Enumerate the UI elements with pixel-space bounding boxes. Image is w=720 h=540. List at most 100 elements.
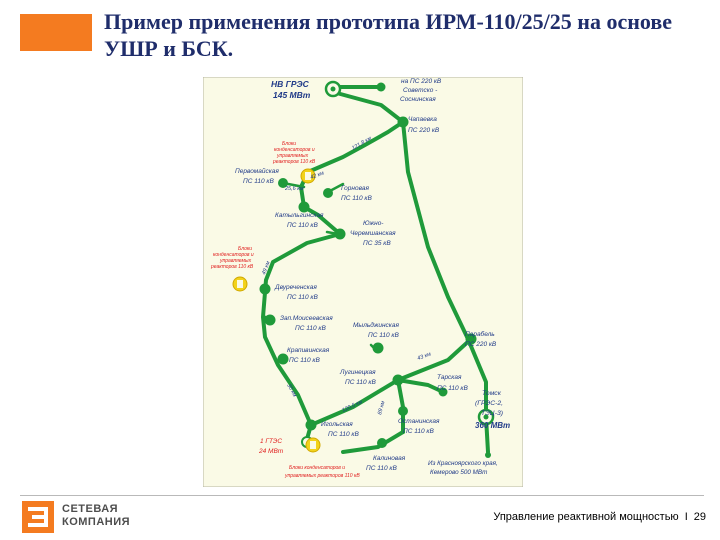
node-yuzhno-cheremshanskaya: Южно- Черемшанская ПС 35 кВ — [334, 220, 396, 247]
node-kalinovaya: Калиновая ПС 110 кВ — [366, 438, 406, 472]
network-diagram: НВ ГРЭС 145 МВт на ПС 220 кВ Советско - … — [203, 77, 523, 487]
plant-icon-core — [483, 414, 489, 420]
label-kalinovaya-2: ПС 110 кВ — [366, 465, 397, 472]
label-nv-gres-2: 145 МВт — [273, 90, 311, 100]
label-zap-moiseevskaya-1: Зап.Моисеевская — [280, 315, 333, 322]
compensation-units: Блоки конденсаторов и управляемых реакто… — [210, 141, 360, 479]
node-kras-kem: Из Красноярского края, Кемерово 500 МВт — [428, 452, 498, 476]
node-icon — [438, 387, 448, 397]
node-luginetskaya: Лугинецкая ПС 110 кВ — [339, 369, 404, 386]
unit-note-2-line4: реакторов 110 кВ — [210, 264, 254, 270]
node-icon — [334, 228, 346, 240]
slide-title: Пример применения прототипа ИРМ-110/25/2… — [104, 9, 672, 61]
node-krapivinskaya: Крапивинская ПС 110 кВ — [277, 347, 330, 365]
logo-icon — [22, 501, 54, 533]
label-kras-kem-1: Из Красноярского края, — [428, 460, 498, 467]
title-accent-block — [20, 14, 92, 51]
node-katylginskaya: Катыльгинская ПС 110 кВ — [275, 201, 324, 229]
label-ostaninskaya-2: ПС 110 кВ — [403, 428, 434, 435]
logo-bar-top — [28, 507, 48, 511]
nodes: НВ ГРЭС 145 МВт на ПС 220 кВ Советско - … — [235, 78, 510, 476]
label-yuzhno-3: ПС 35 кВ — [363, 240, 391, 247]
label-gornovaya-1: Горновая — [341, 185, 369, 192]
company-logo: СЕТЕВАЯ КОМПАНИЯ — [22, 501, 172, 533]
node-icon — [397, 116, 409, 128]
node-pervomaiskaya: Первомайская ПС 110 кВ — [235, 167, 288, 188]
logo-bar-mid — [32, 515, 48, 519]
page-number: 29 — [693, 511, 706, 523]
label-kalinovaya-1: Калиновая — [373, 455, 406, 462]
label-tomsk-2: (ГРЭС-2, — [475, 400, 503, 407]
label-ostaninskaya-1: Останинская — [398, 418, 440, 425]
label-to-220-1: на ПС 220 кВ — [401, 78, 442, 85]
unit-note-1-line2: конденсаторов и — [274, 147, 315, 153]
node-icon — [264, 314, 276, 326]
footer-divider — [20, 495, 704, 496]
node-icon — [298, 201, 310, 213]
label-krapivinskaya-2: ПС 110 кВ — [289, 357, 320, 364]
label-yuzhno-1: Южно- — [363, 220, 384, 227]
label-yuzhno-2: Черемшанская — [350, 230, 396, 237]
logo-line-1: СЕТЕВАЯ — [62, 503, 119, 515]
logo-glyph — [28, 507, 48, 527]
label-luginetskaya-1: Лугинецкая — [339, 369, 376, 376]
unit-note-2-line2: конденсаторов и — [213, 252, 254, 258]
node-icon — [377, 438, 387, 448]
unit-note-1-line1: Блоки — [282, 141, 296, 147]
node-zap-moiseevskaya: Зап.Моисеевская ПС 110 кВ — [264, 314, 333, 332]
logo-line-2: КОМПАНИЯ — [62, 516, 131, 528]
node-icon — [485, 452, 491, 458]
logo-bar-bottom — [28, 523, 48, 527]
line-main-trunk — [261, 205, 342, 427]
node-gornovaya: Горновая ПС 110 кВ — [323, 185, 372, 202]
node-tarskaya: Тарская ПС 110 кВ — [437, 374, 468, 397]
label-krapivinskaya-1: Крапивинская — [287, 347, 330, 354]
label-igolskaya-2: ПС 110 кВ — [328, 431, 359, 438]
label-chapaevka-2: ПС 220 кВ — [408, 127, 440, 134]
footer-subject: Управление реактивной мощностью — [493, 511, 679, 523]
label-dvurechenskaya-1: Двуреченская — [274, 284, 317, 291]
node-parabel: Парабель ПС 220 кВ — [465, 330, 497, 348]
unit-note-2-line1: Блоки — [238, 246, 252, 252]
unit-note-2-line3: управляемых — [219, 258, 252, 264]
network-diagram-svg: НВ ГРЭС 145 МВт на ПС 220 кВ Советско - … — [203, 77, 523, 487]
node-icon — [392, 374, 404, 386]
capacitor-unit-mark — [310, 441, 316, 449]
label-tarskaya-2: ПС 110 кВ — [437, 385, 468, 392]
unit-1: Блоки конденсаторов и управляемых реакто… — [272, 141, 316, 184]
label-nv-gres-1: НВ ГРЭС — [271, 79, 310, 89]
node-chapaevka: Чапаевка ПС 220 кВ — [397, 116, 440, 134]
node-icon — [465, 333, 477, 345]
label-gornovaya-2: ПС 110 кВ — [341, 195, 372, 202]
label-zap-moiseevskaya-2: ПС 110 кВ — [295, 325, 326, 332]
distance-2: 42 км — [310, 170, 325, 181]
unit-2: Блоки конденсаторов и управляемых реакто… — [210, 246, 254, 292]
logo-bar-right — [44, 507, 48, 527]
distance-3: 25,6 км — [284, 186, 304, 192]
line-gres-to-220 — [331, 90, 405, 124]
distance-8: 43 км — [417, 351, 432, 362]
label-gts-1: 1 ГТЭС — [260, 438, 282, 445]
unit-note-1-line3: управляемых — [276, 153, 309, 159]
node-tomsk: Томск (ГРЭС-2, ТЭЦ-3) 360 МВт — [475, 390, 510, 430]
label-kras-kem-2: Кемерово 500 МВт — [430, 469, 487, 476]
distance-4: 49 км — [261, 260, 272, 275]
capacitor-unit-mark — [305, 172, 311, 180]
logo-text: СЕТЕВАЯ КОМПАНИЯ — [62, 503, 130, 529]
label-katylginskaya-1: Катыльгинская — [275, 212, 324, 219]
label-pervomaiskaya-1: Первомайская — [235, 167, 279, 175]
node-icon — [277, 353, 289, 365]
label-tomsk-4: 360 МВт — [475, 421, 510, 430]
label-myldzhinskaya-1: Мыльджинская — [353, 321, 399, 329]
label-tomsk-1: Томск — [482, 390, 502, 397]
plant-icon-core — [330, 86, 336, 92]
label-parabel-2: ПС 220 кВ — [465, 341, 497, 348]
distance-7: 89 км — [377, 400, 386, 415]
label-to-220-3: Соснинская — [400, 96, 436, 103]
node-igolskaya: Игольская ПС 110 кВ — [305, 419, 359, 438]
node-icon — [376, 82, 386, 92]
node-nv-gres: НВ ГРЭС 145 МВт — [271, 79, 342, 100]
line-luginetskaya-tarskaya — [396, 378, 445, 394]
label-parabel-1: Парабель — [465, 330, 495, 338]
label-to-220-2: Советско - — [403, 87, 438, 94]
